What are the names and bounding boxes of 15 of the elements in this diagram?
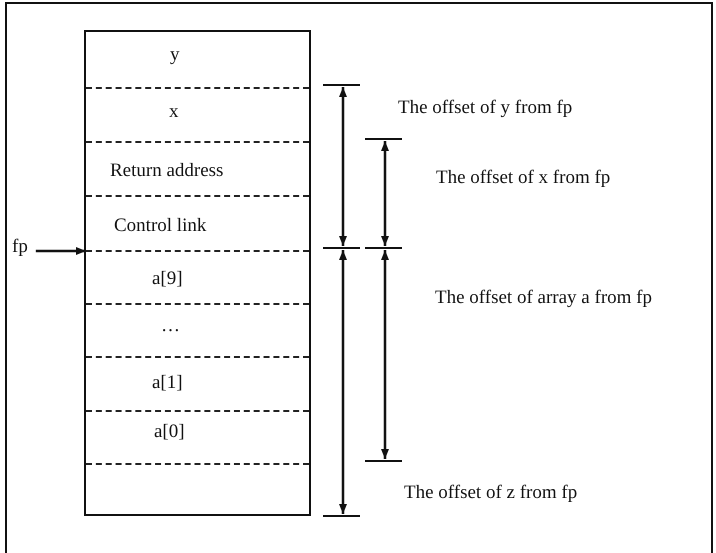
offset-label: The offset of x from fp	[436, 167, 610, 189]
slot-label: Control link	[114, 215, 206, 237]
offset-label: The offset of y from fp	[398, 97, 572, 119]
slot-label: a[9]	[152, 268, 183, 290]
stack-frame	[84, 30, 311, 516]
slot-label: …	[161, 315, 180, 337]
offset-label: The offset of array a from fp	[435, 287, 652, 309]
slot-label: y	[170, 44, 180, 66]
slot-label: x	[169, 101, 178, 123]
slot-label: a[0]	[154, 421, 185, 443]
slot-label: Return address	[110, 160, 224, 182]
slot-label: a[1]	[152, 372, 183, 394]
pointer-arrow	[36, 247, 86, 255]
pointer-label: fp	[12, 236, 28, 258]
offset-label: The offset of z from fp	[404, 482, 578, 504]
